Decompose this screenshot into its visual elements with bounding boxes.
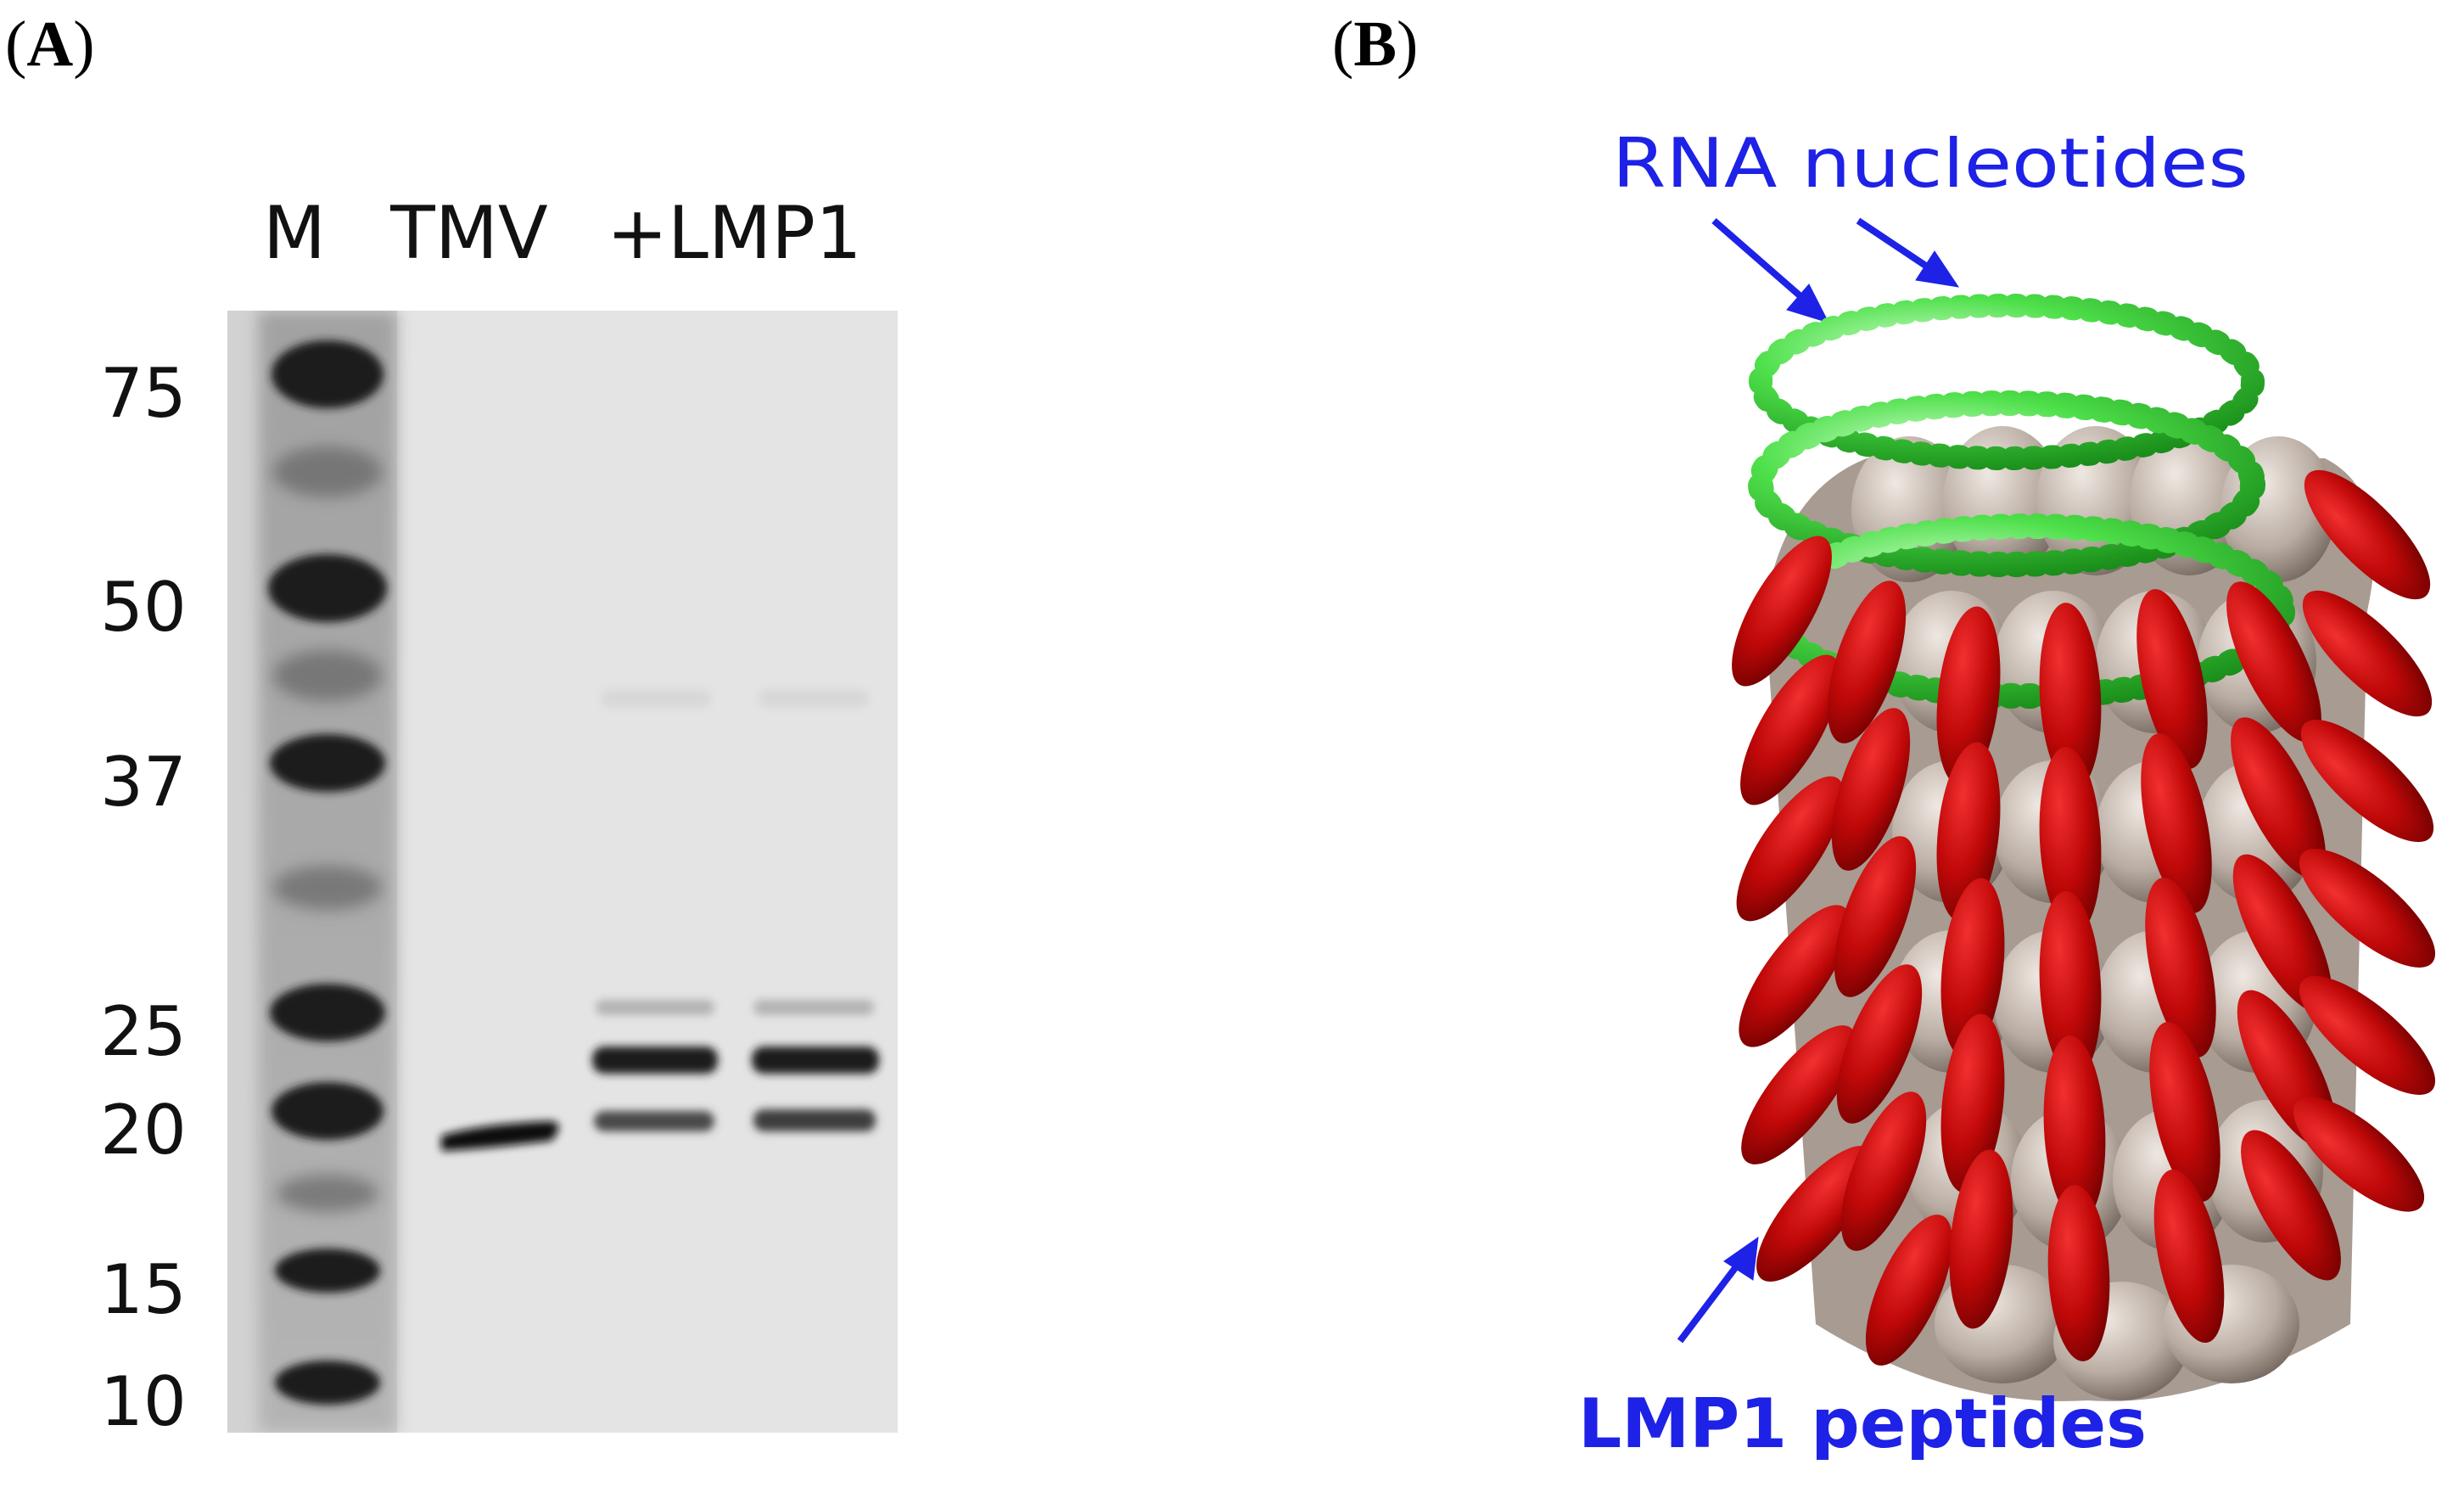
lmp1-peptides-label: LMP1 peptides — [1578, 1384, 2147, 1460]
mw-label-50: 50 — [100, 568, 187, 647]
marker-band — [268, 554, 387, 622]
panel-label-b: (B) — [1332, 8, 1419, 80]
lane-label-marker: M — [262, 191, 327, 276]
lane-label-tmv: TMV — [390, 191, 548, 276]
tmv-coat-protein-band — [441, 1121, 559, 1151]
mw-label-15: 15 — [100, 1250, 187, 1329]
lmp1-upper-band — [592, 1047, 718, 1074]
arrow-icon — [1711, 217, 1960, 323]
mw-label-25: 25 — [100, 992, 187, 1071]
mw-label-37: 37 — [100, 743, 187, 822]
rna-nucleotides-label: RNA nucleotides — [1612, 136, 2248, 203]
panel-label-a: (A) — [5, 8, 95, 80]
mw-label-10: 10 — [100, 1362, 187, 1441]
lmp1-lower-band — [594, 1111, 714, 1131]
marker-band — [272, 1082, 384, 1140]
arrow-icon — [1677, 1236, 1759, 1344]
tmv-lmp1-model: RNA nucleotides — [1578, 136, 2436, 1460]
lmp1-peptide-array — [1732, 469, 2436, 1366]
lmp1-lower-band — [753, 1109, 876, 1131]
marker-band — [272, 340, 384, 408]
marker-band — [270, 734, 385, 792]
lane-label-lmp1: +LMP1 — [607, 191, 862, 276]
marker-band — [270, 984, 385, 1041]
mw-label-20: 20 — [100, 1091, 187, 1170]
marker-band — [275, 1249, 380, 1293]
lmp1-upper-band — [752, 1047, 879, 1074]
gel-image — [227, 311, 898, 1433]
marker-band — [275, 1361, 380, 1405]
mw-label-75: 75 — [100, 354, 187, 433]
